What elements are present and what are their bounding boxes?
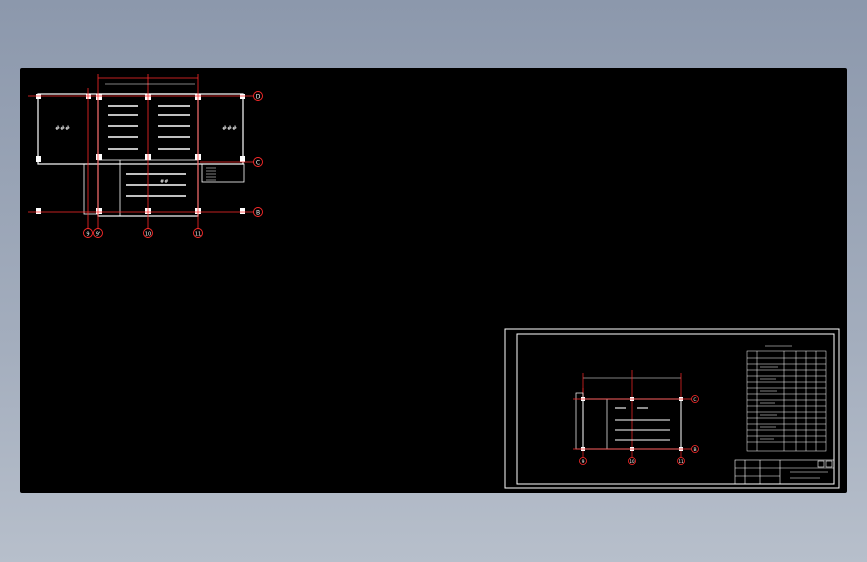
axis-bubble-11: 11 xyxy=(193,228,203,238)
svg-text:D: D xyxy=(256,94,261,101)
axis-bubble-10: 10 xyxy=(143,228,153,238)
room-tag-right: ### xyxy=(222,125,237,132)
svg-text:C: C xyxy=(693,397,696,403)
drawing-sheet: C B 9 10 11 xyxy=(504,328,840,489)
axis-bubble-small-11: 11 xyxy=(677,457,685,465)
svg-text:9': 9' xyxy=(96,232,101,238)
axis-bubble-small-b: B xyxy=(691,445,699,453)
floor-plan-large: ### ### ## D C B 9 9' xyxy=(28,74,263,238)
svg-text:B: B xyxy=(256,210,260,217)
axis-bubble-b: B xyxy=(253,207,263,217)
axis-bubble-c: C xyxy=(253,157,263,167)
svg-text:9: 9 xyxy=(582,459,585,465)
svg-text:11: 11 xyxy=(195,232,201,238)
room-tag-left: ### xyxy=(55,125,70,132)
cad-model-space[interactable]: ### ### ## D C B 9 9' xyxy=(20,68,847,493)
svg-text:10: 10 xyxy=(629,459,635,464)
svg-text:C: C xyxy=(256,160,260,167)
svg-text:B: B xyxy=(693,447,696,453)
axis-bubble-9-prime: 9' xyxy=(93,228,103,238)
axis-bubble-d: D xyxy=(253,91,263,101)
schedule-table xyxy=(746,345,827,452)
svg-text:9: 9 xyxy=(86,232,89,238)
floor-plan-small: C B 9 10 11 xyxy=(573,370,699,465)
axis-bubble-small-9: 9 xyxy=(579,457,587,465)
axis-bubble-small-10: 10 xyxy=(628,457,636,465)
axis-bubble-small-c: C xyxy=(691,395,699,403)
title-block xyxy=(734,459,835,485)
svg-text:11: 11 xyxy=(678,459,684,464)
room-tag-center: ## xyxy=(160,179,168,185)
svg-text:10: 10 xyxy=(145,232,151,238)
axis-bubble-9: 9 xyxy=(83,228,93,238)
